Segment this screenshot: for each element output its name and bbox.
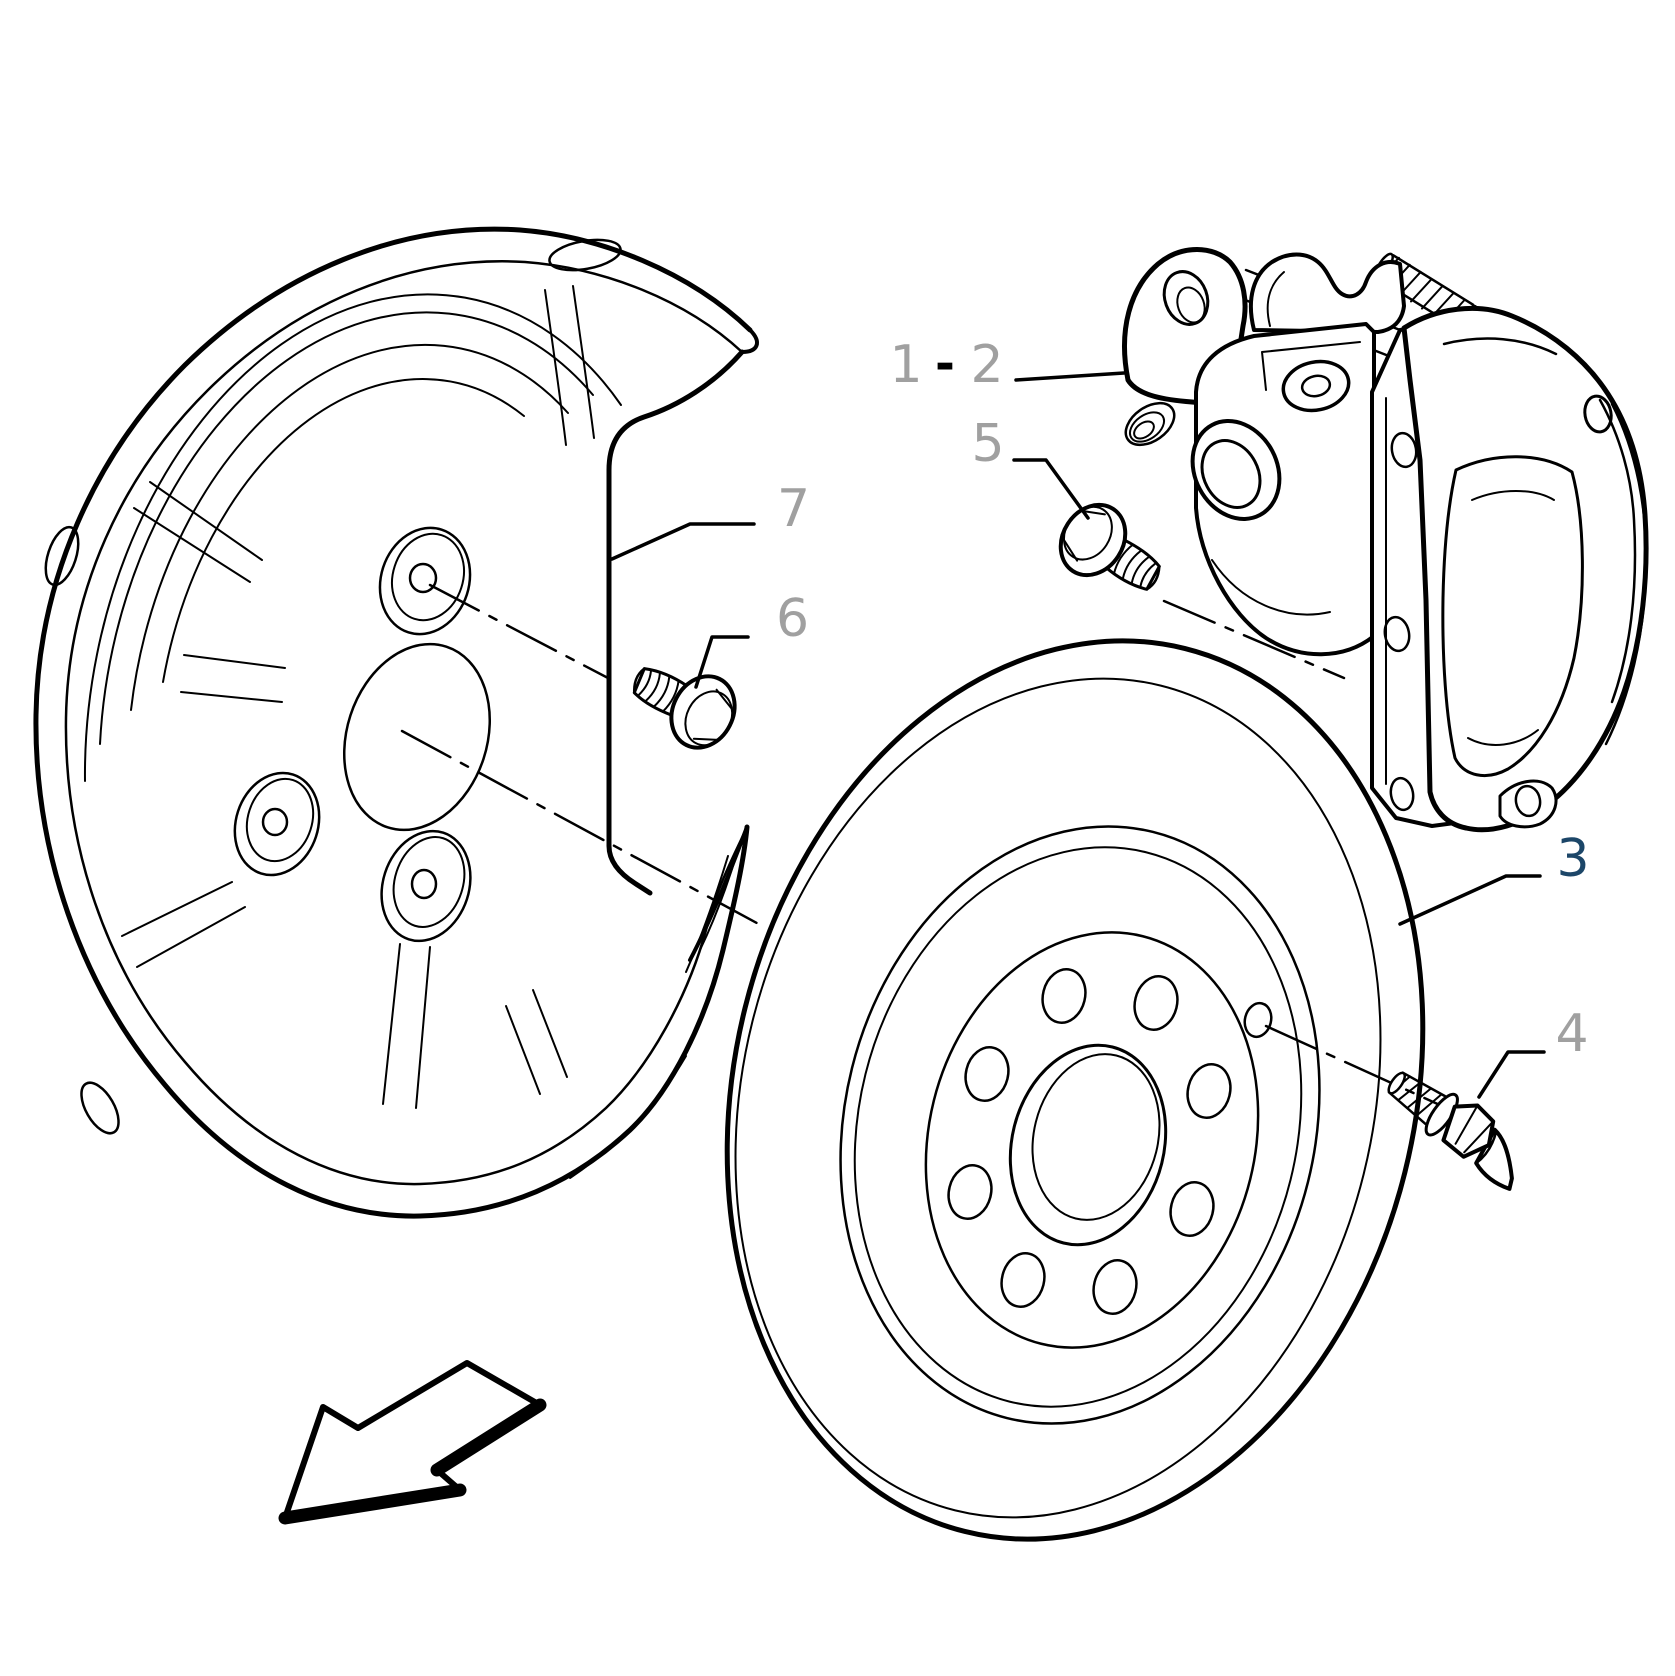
boss-left (233, 771, 321, 877)
disc-outer-edge (724, 638, 1426, 1542)
callout-6-label: 6 (776, 589, 809, 649)
callout-4-label: 4 (1555, 1004, 1588, 1064)
callout-3-leader (1398, 874, 1542, 926)
disc-face-edge (734, 677, 1382, 1519)
callout-4-leader (1477, 1050, 1546, 1099)
bolt-5-part[interactable] (1048, 493, 1346, 680)
hub-axis-line (400, 729, 768, 930)
callout-7-leader (610, 522, 756, 561)
pad-window (1441, 455, 1584, 777)
callout-4[interactable]: 4 (1477, 1004, 1589, 1099)
parking-brake-lever (1248, 252, 1406, 334)
hub-opening (342, 642, 492, 832)
center-bore-chamfer (1031, 1053, 1161, 1221)
disc-screw-4-part[interactable] (1378, 1057, 1538, 1191)
boss-bottom (380, 829, 472, 943)
set-screw-hole (1243, 1001, 1273, 1039)
callout-6[interactable]: 6 (694, 589, 809, 689)
callout-6-leader (694, 635, 750, 689)
bolt6-axis-line (428, 583, 610, 680)
callout-5-label: 5 (971, 414, 1004, 474)
brake-disc-part[interactable] (635, 566, 1515, 1613)
callout-1-2-label-b: 2 (970, 335, 1003, 395)
callout-5[interactable]: 5 (971, 414, 1090, 520)
caliper-fist (1401, 305, 1649, 833)
center-bore (1008, 1043, 1168, 1247)
screw4-axis-line (1264, 1024, 1444, 1108)
callout-1-2-leader (1014, 371, 1126, 382)
disc-hat-inner-line (853, 846, 1303, 1408)
fist-bottom-ear (1498, 779, 1558, 829)
callout-3-label: 3 (1556, 829, 1589, 889)
callout-3[interactable]: 3 (1398, 818, 1598, 926)
caliper-assembly-part[interactable] (1118, 247, 1649, 833)
lug-holes (947, 968, 1232, 1315)
fist-top-ear-hole (1583, 394, 1613, 434)
callout-7-label: 7 (777, 479, 810, 539)
boss-top (378, 526, 472, 636)
guide-boot (1124, 401, 1176, 447)
direction-arrow-icon (278, 1360, 547, 1525)
disc-hat-edge (839, 825, 1321, 1425)
bolt5-axis-line (1162, 599, 1346, 680)
backing-plate-part[interactable] (33, 226, 768, 1219)
callout-5-leader (1012, 458, 1090, 520)
pin-boss (1281, 359, 1351, 413)
hub-face (924, 931, 1260, 1349)
callout-7[interactable]: 7 (610, 479, 810, 561)
callout-1-2[interactable]: 1 - 2 (889, 335, 1126, 395)
callout-1-2-separator: - (935, 336, 955, 392)
bolt-6-part[interactable] (620, 645, 747, 758)
callout-1-2-label-a: 1 (889, 335, 922, 395)
rim-tab (80, 1081, 120, 1135)
